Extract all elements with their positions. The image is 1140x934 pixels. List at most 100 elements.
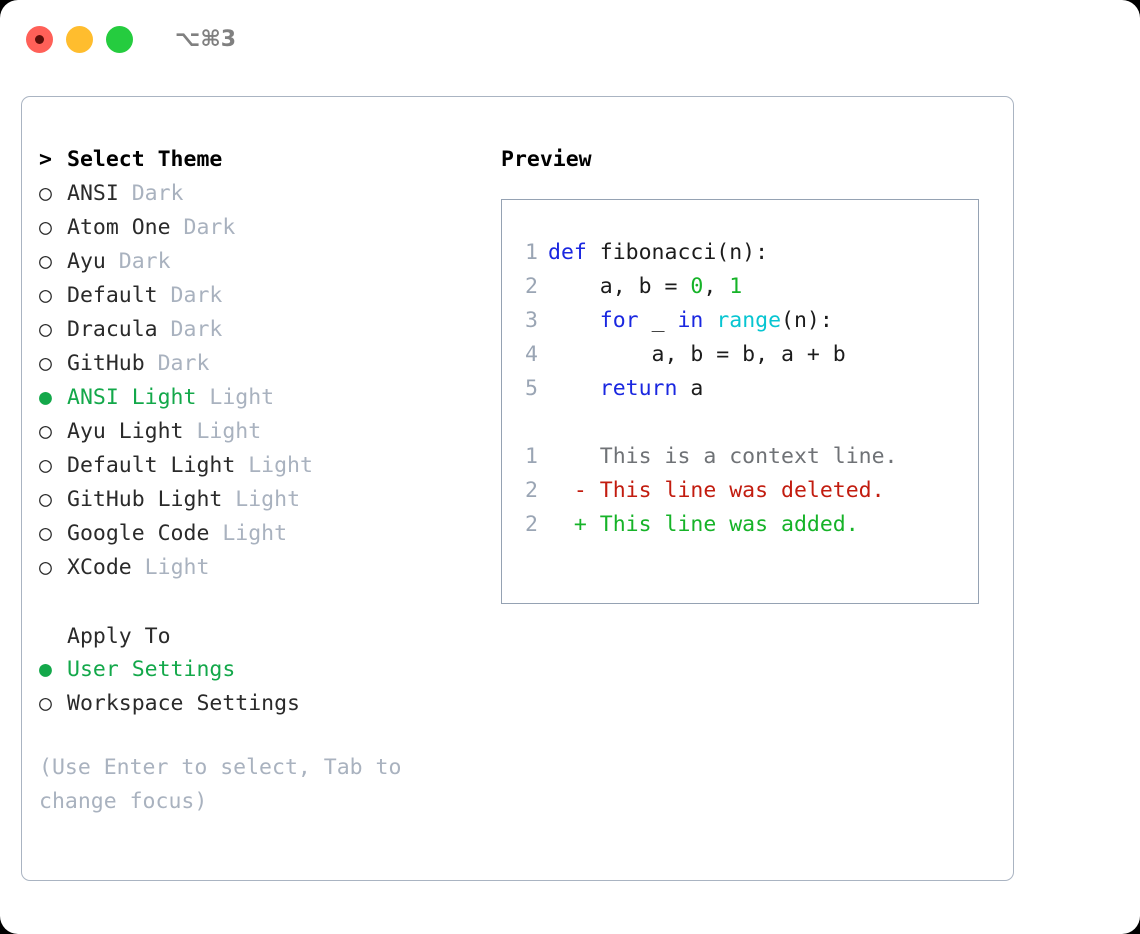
spacer xyxy=(39,585,509,619)
code-token: (n): xyxy=(781,308,833,333)
theme-list-item[interactable]: ● ANSI Light Light xyxy=(39,381,509,415)
line-number: 2 xyxy=(525,274,538,299)
line-number: 1 xyxy=(525,444,538,469)
code-token: _ xyxy=(638,308,678,333)
apply-to-list: ● User Settings ○ Workspace Settings xyxy=(39,653,509,721)
title-bar: ⌥⌘3 xyxy=(0,0,1140,78)
preview-box: 1 def fibonacci(n): 2 a, b = 0, 1 3 for _ i… xyxy=(501,199,979,604)
theme-selector-panel: > Select Theme ○ ANSI Dark ○ Atom One Dark ○ A… xyxy=(39,143,509,819)
theme-variant-label: Light xyxy=(196,385,275,410)
theme-variant-label: Dark xyxy=(170,215,236,240)
radio-selected-icon: ● xyxy=(39,385,52,410)
diff-line: 1 This is a context line. xyxy=(502,440,978,474)
code-line: 5 return a xyxy=(502,372,978,406)
window-controls xyxy=(26,25,133,53)
code-line: 3 for _ in range(n): xyxy=(502,304,978,338)
line-number: 5 xyxy=(525,376,538,401)
radio-unselected-icon: ○ xyxy=(39,317,52,342)
code-token: a xyxy=(677,376,704,401)
code-token xyxy=(548,308,600,333)
code-token: 0 xyxy=(690,274,704,299)
theme-list-item[interactable]: ○Default Dark xyxy=(39,279,509,313)
radio-selected-icon: ● xyxy=(39,657,52,682)
apply-to-label: Workspace Settings xyxy=(67,691,300,716)
theme-name-label: GitHub xyxy=(67,351,145,376)
keyboard-shortcut-label: ⌥⌘3 xyxy=(175,26,237,52)
radio-unselected-icon: ○ xyxy=(39,181,52,206)
diff-sample: 1 This is a context line.2 - This line w… xyxy=(502,440,978,542)
theme-list-item[interactable]: ○Google Code Light xyxy=(39,517,509,551)
theme-list-item[interactable]: ○GitHub Light Light xyxy=(39,483,509,517)
theme-list-item[interactable]: ○ Ayu Dark xyxy=(39,245,509,279)
theme-name-label: XCode xyxy=(67,555,132,580)
theme-variant-label: Dark xyxy=(144,351,210,376)
radio-unselected-icon: ○ xyxy=(39,351,52,376)
theme-name-label: ANSI Light xyxy=(67,385,197,410)
code-token: fibonacci(n): xyxy=(599,240,769,265)
minimize-button[interactable] xyxy=(66,25,93,53)
dialog-card: > Select Theme ○ ANSI Dark ○ Atom One Dark ○ A… xyxy=(21,96,1014,881)
line-number: 3 xyxy=(525,308,538,333)
apply-to-title: Apply To xyxy=(67,623,171,649)
radio-unselected-icon: ○ xyxy=(39,453,52,478)
radio-unselected-icon: ○ xyxy=(39,283,52,308)
line-number: 1 xyxy=(525,240,538,265)
theme-list-item[interactable]: ○ Ayu Light Light xyxy=(39,415,509,449)
theme-list-item[interactable]: ○ XCode Light xyxy=(39,551,509,585)
code-token: for xyxy=(599,308,639,333)
diff-line: 2 + This line was added. xyxy=(502,508,978,542)
theme-list-item[interactable]: ○ Atom One Dark xyxy=(39,211,509,245)
radio-unselected-icon: ○ xyxy=(39,691,52,716)
close-button[interactable] xyxy=(26,25,53,53)
maximize-button[interactable] xyxy=(106,25,133,53)
theme-variant-label: Dark xyxy=(157,283,223,308)
radio-unselected-icon: ○ xyxy=(39,215,52,240)
preview-panel: Preview 1 def fibonacci(n): 2 a, b = 0, 1 3… xyxy=(501,143,1001,604)
prompt-caret-icon: > xyxy=(39,147,52,172)
code-sample: 1 def fibonacci(n): 2 a, b = 0, 1 3 for _ i… xyxy=(502,236,978,406)
keyboard-hint: (Use Enter to select, Tab to change focu… xyxy=(39,755,402,814)
theme-list: ○ANSI Dark○Atom One Dark○Ayu Dark○Defaul… xyxy=(39,177,509,585)
theme-variant-label: Dark xyxy=(105,249,171,274)
code-diff-spacer xyxy=(502,406,978,440)
theme-name-label: GitHub Light xyxy=(67,487,223,512)
theme-name-label: Ayu xyxy=(67,249,106,274)
diff-text: This is a context line. xyxy=(548,444,898,469)
code-token xyxy=(703,308,716,333)
theme-variant-label: Dark xyxy=(118,181,184,206)
radio-unselected-icon: ○ xyxy=(39,555,52,580)
theme-name-label: Dracula xyxy=(67,317,158,342)
theme-list-item[interactable]: ○Default Light Light xyxy=(39,449,509,483)
code-token: def xyxy=(548,240,600,265)
theme-variant-label: Light xyxy=(209,521,288,546)
code-token: range xyxy=(716,308,782,333)
radio-unselected-icon: ○ xyxy=(39,419,52,444)
line-number: 4 xyxy=(525,342,538,367)
theme-list-item[interactable]: ○ ANSI Dark xyxy=(39,177,509,211)
apply-to-item[interactable]: ○ Workspace Settings xyxy=(39,687,509,721)
code-token: , xyxy=(703,274,730,299)
preview-title: Preview xyxy=(501,147,592,172)
radio-unselected-icon: ○ xyxy=(39,249,52,274)
apply-to-label: User Settings xyxy=(67,657,236,682)
code-line: 1 def fibonacci(n): xyxy=(502,236,978,270)
page-title-label: Select Theme xyxy=(67,147,223,172)
theme-list-item[interactable]: ○ Dracula Dark xyxy=(39,313,509,347)
code-token: in xyxy=(677,308,704,333)
theme-variant-label: Dark xyxy=(157,317,223,342)
theme-name-label: ANSI xyxy=(67,181,119,206)
radio-unselected-icon: ○ xyxy=(39,521,52,546)
theme-list-item[interactable]: ○ GitHub Dark xyxy=(39,347,509,381)
radio-unselected-icon: ○ xyxy=(39,487,52,512)
line-number: 2 xyxy=(525,512,538,537)
theme-name-label: Default Light xyxy=(67,453,236,478)
theme-variant-label: Light xyxy=(131,555,210,580)
line-number: 2 xyxy=(525,478,538,503)
apply-to-item[interactable]: ● User Settings xyxy=(39,653,509,687)
theme-variant-label: Light xyxy=(183,419,262,444)
theme-name-label: Ayu Light xyxy=(67,419,184,444)
theme-name-label: Atom One xyxy=(67,215,171,240)
code-token: return xyxy=(599,376,678,401)
code-token: a, b = xyxy=(548,274,691,299)
